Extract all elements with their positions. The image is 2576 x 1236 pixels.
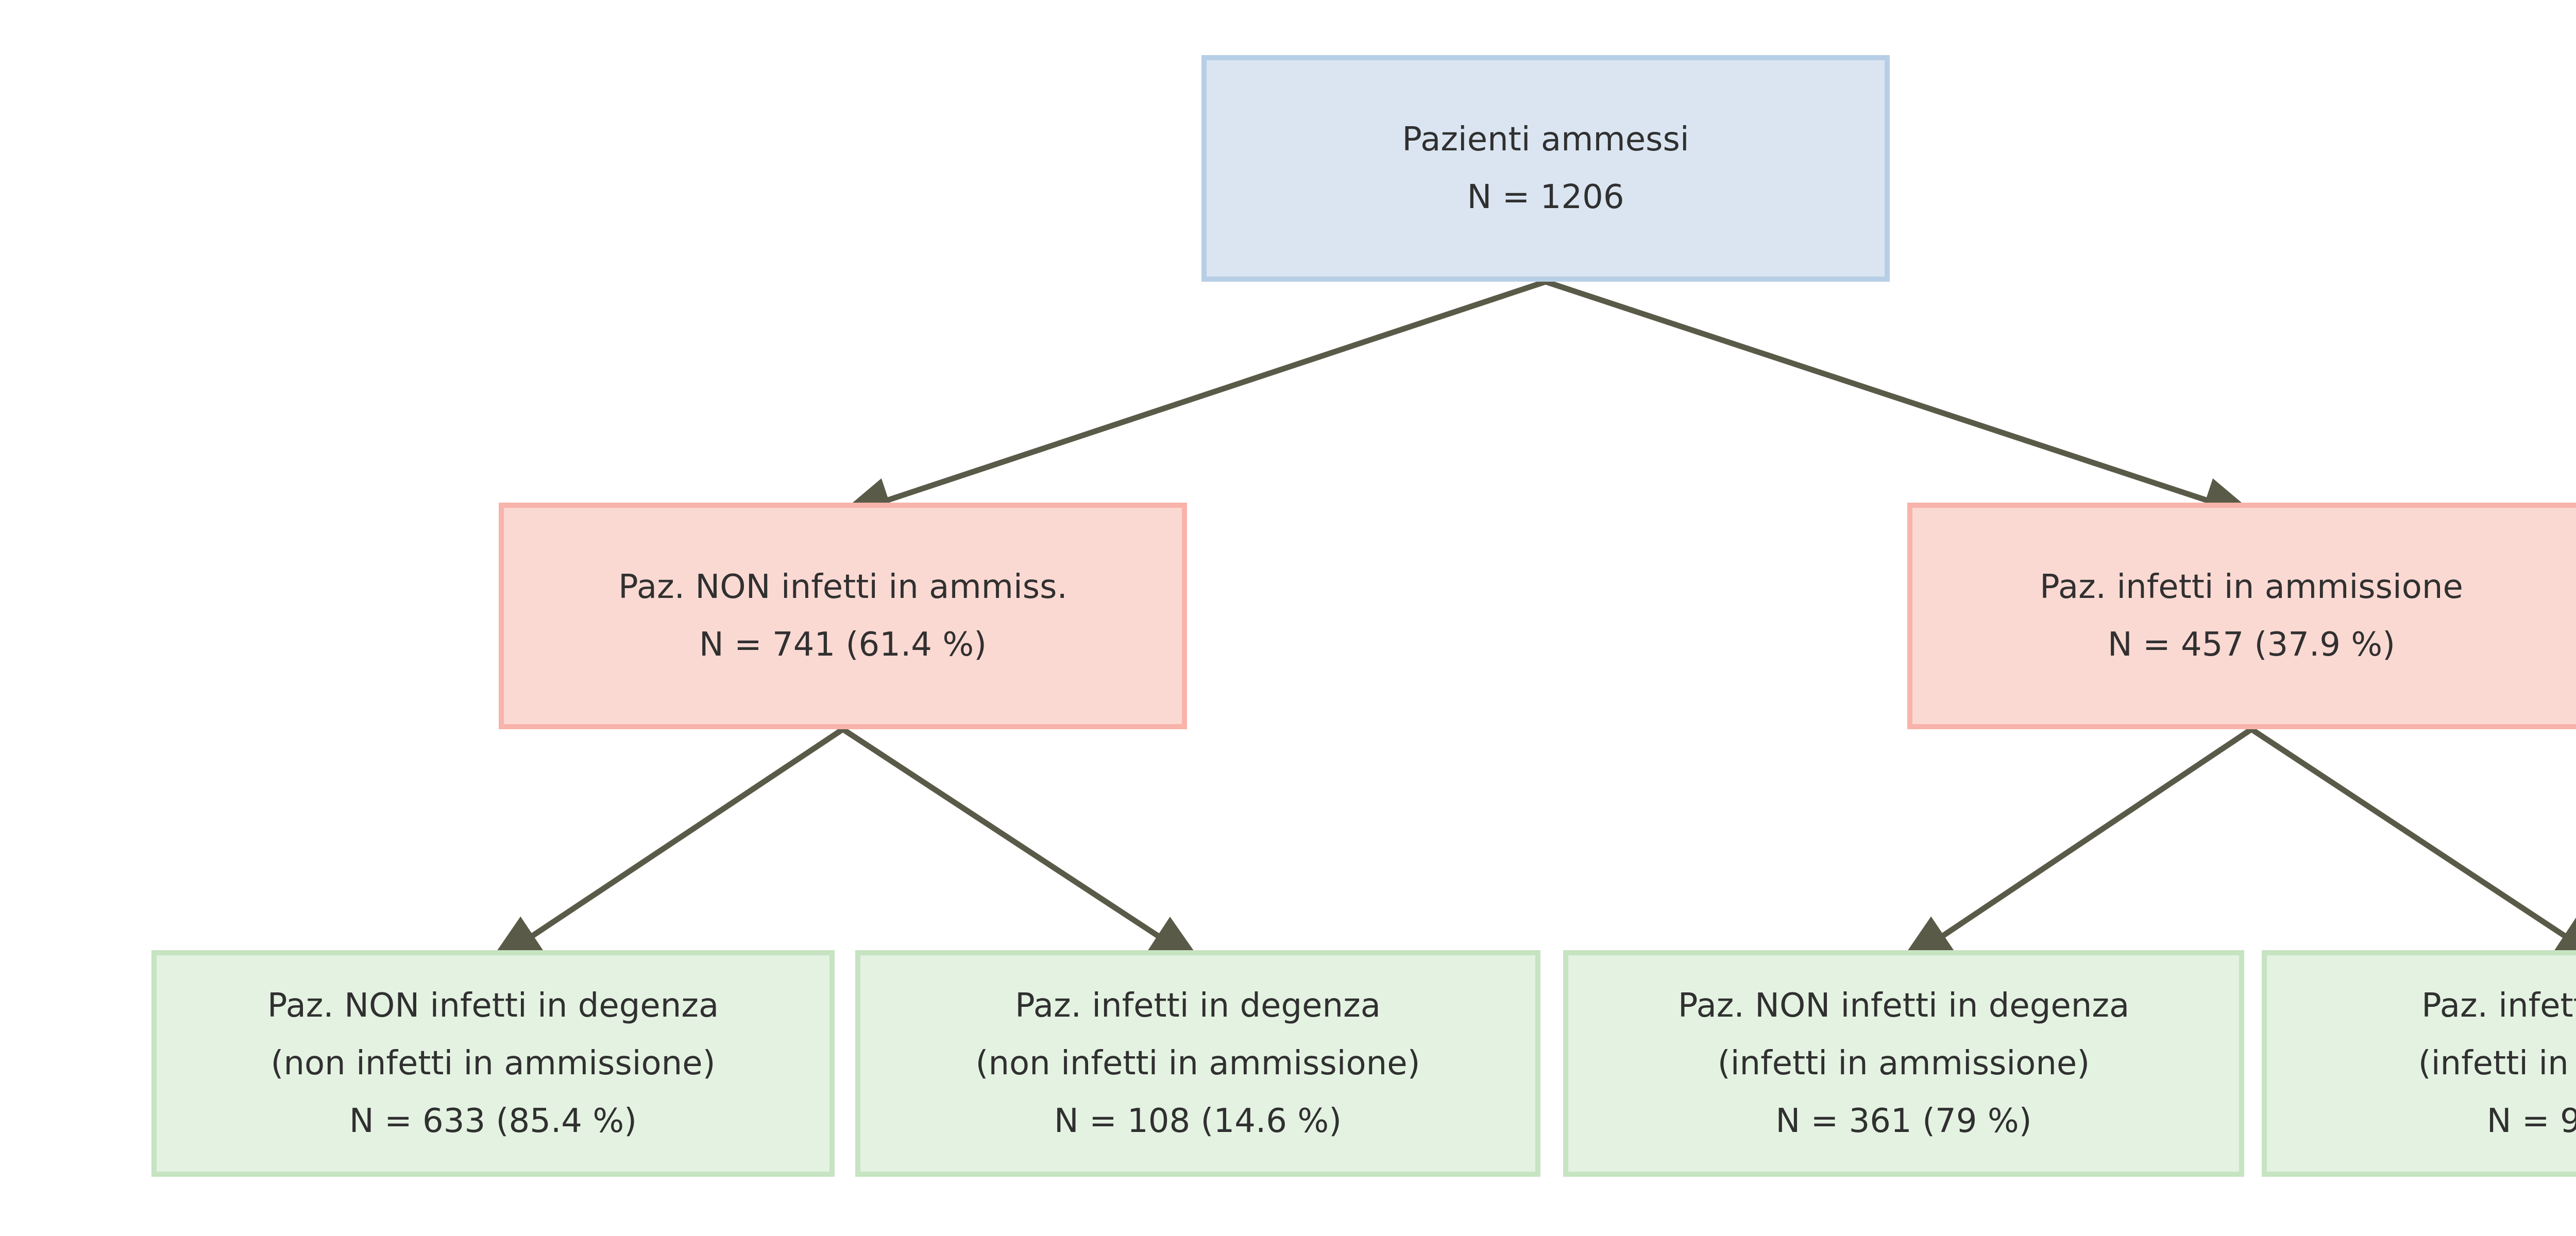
arrow-root-to-branch-left bbox=[835, 279, 1547, 522]
node-leaf-4-value: N = 96 (21 %) bbox=[2486, 1102, 2576, 1140]
node-leaf-3: Paz. NON infetti in degenza (infetti in … bbox=[1563, 950, 2244, 1177]
node-branch-right-title: Paz. infetti in ammissione bbox=[2040, 568, 2463, 606]
node-leaf-1: Paz. NON infetti in degenza (non infetti… bbox=[151, 950, 835, 1177]
arrow-branch-right-to-leaf-4 bbox=[2249, 727, 2576, 967]
arrow-root-to-branch-right bbox=[1545, 279, 2260, 522]
node-leaf-1-subtitle: (non infetti in ammissione) bbox=[270, 1044, 716, 1083]
node-branch-left-title: Paz. NON infetti in ammiss. bbox=[618, 568, 1067, 606]
node-leaf-4-subtitle: (infetti in ammissione) bbox=[2418, 1044, 2576, 1083]
node-leaf-4: Paz. infetti in degenza (infetti in ammi… bbox=[2262, 950, 2576, 1177]
node-root: Pazienti ammessi N = 1206 bbox=[1201, 55, 1890, 282]
node-root-value: N = 1206 bbox=[1467, 178, 1624, 216]
arrow-branch-left-to-leaf-1 bbox=[486, 727, 845, 967]
node-leaf-3-title: Paz. NON infetti in degenza bbox=[1677, 987, 2130, 1025]
node-leaf-1-value: N = 633 (85.4 %) bbox=[349, 1102, 637, 1140]
node-leaf-2-title: Paz. infetti in degenza bbox=[1015, 987, 1381, 1025]
node-leaf-4-title: Paz. infetti in degenza bbox=[2421, 987, 2576, 1025]
node-branch-right: Paz. infetti in ammissione N = 457 (37.9… bbox=[1907, 503, 2576, 729]
arrow-branch-left-to-leaf-2 bbox=[841, 727, 1205, 967]
node-leaf-3-value: N = 361 (79 %) bbox=[1775, 1102, 2032, 1140]
node-branch-left: Paz. NON infetti in ammiss. N = 741 (61.… bbox=[499, 503, 1187, 729]
arrow-branch-right-to-leaf-3 bbox=[1896, 727, 2253, 967]
node-leaf-1-title: Paz. NON infetti in degenza bbox=[267, 987, 719, 1025]
node-leaf-3-subtitle: (infetti in ammissione) bbox=[1717, 1044, 2090, 1083]
node-leaf-2-subtitle: (non infetti in ammissione) bbox=[975, 1044, 1420, 1083]
node-root-title: Pazienti ammessi bbox=[1402, 121, 1689, 159]
node-branch-left-value: N = 741 (61.4 %) bbox=[699, 626, 987, 664]
node-leaf-2: Paz. infetti in degenza (non infetti in … bbox=[855, 950, 1540, 1177]
node-branch-right-value: N = 457 (37.9 %) bbox=[2107, 626, 2396, 664]
node-leaf-2-value: N = 108 (14.6 %) bbox=[1054, 1102, 1342, 1140]
